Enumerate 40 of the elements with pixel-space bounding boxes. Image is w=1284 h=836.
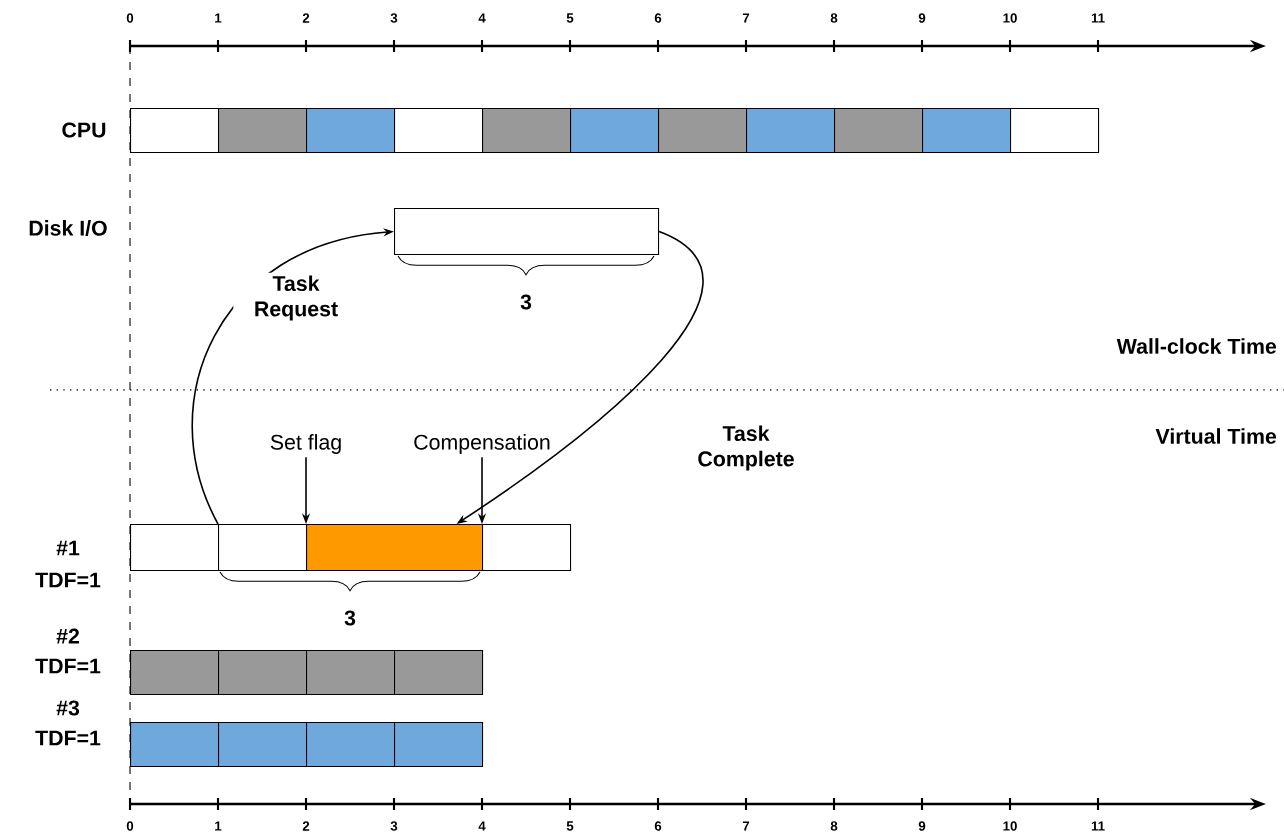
time-slot xyxy=(394,108,484,154)
time-slot xyxy=(482,108,572,154)
row-label: TDF=1 xyxy=(35,658,101,674)
compensation-block xyxy=(306,524,484,572)
time-slot xyxy=(306,650,396,696)
row-label: Virtual Time xyxy=(1155,428,1277,444)
time-slot xyxy=(130,722,220,768)
time-slot xyxy=(218,650,308,696)
time-slot xyxy=(394,650,484,696)
time-slot xyxy=(394,722,484,768)
time-slot xyxy=(306,108,396,154)
brace-label: 3 xyxy=(344,610,356,626)
time-slot xyxy=(482,524,572,572)
annotation-text: Compensation xyxy=(414,434,550,454)
time-slot xyxy=(834,108,924,154)
time-slot xyxy=(658,108,748,154)
row-label: TDF=1 xyxy=(35,730,101,746)
annotation-text: Set flag xyxy=(270,434,341,454)
time-slot xyxy=(130,650,220,696)
time-slot xyxy=(130,108,220,154)
time-slot xyxy=(570,108,660,154)
row-label: #3 xyxy=(56,700,80,716)
time-slot xyxy=(218,524,308,572)
row-label: Disk I/O xyxy=(29,220,107,236)
edge-label: Task Complete xyxy=(683,422,809,474)
time-slot xyxy=(746,108,836,154)
time-slot xyxy=(922,108,1012,154)
row-label: CPU xyxy=(62,122,106,138)
brace-label: 3 xyxy=(520,294,532,310)
disk-io-box xyxy=(394,208,660,256)
edge-label: Task Request xyxy=(233,272,359,324)
row-label: #1 xyxy=(56,540,80,556)
time-slot xyxy=(306,722,396,768)
row-label: Wall-clock Time xyxy=(1116,338,1277,354)
row-label: #2 xyxy=(56,628,79,644)
time-slot xyxy=(218,108,308,154)
time-slot xyxy=(1010,108,1100,154)
time-slot xyxy=(130,524,220,572)
row-label: TDF=1 xyxy=(35,572,101,588)
time-slot xyxy=(218,722,308,768)
